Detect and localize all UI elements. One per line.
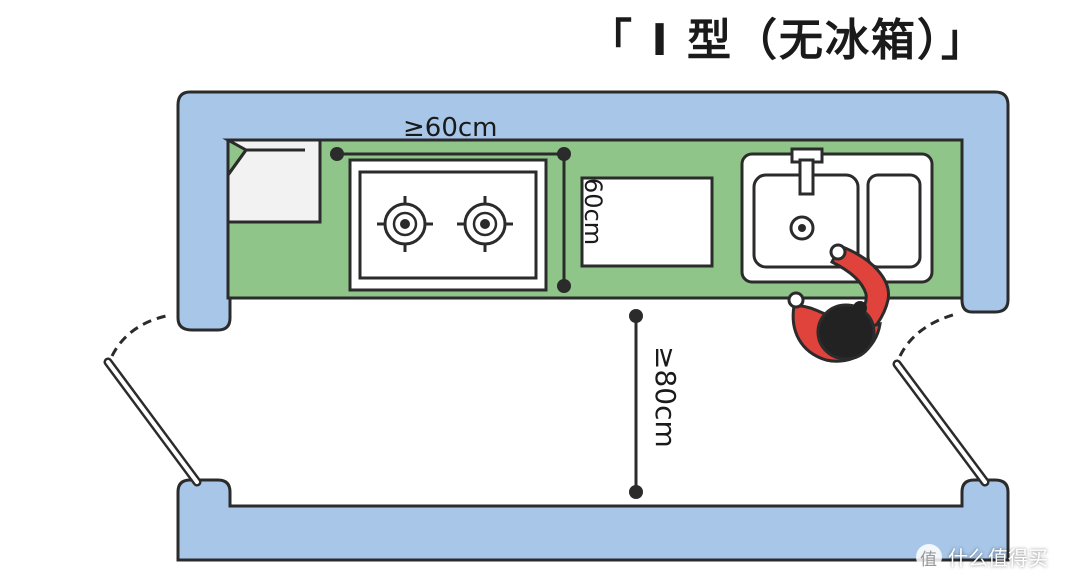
dimension-aisle-width: ≥80cm [629,309,682,499]
sink-icon [740,152,934,284]
aisle-width-label: ≥80cm [649,346,682,448]
diagram-title: 「 I 型（无冰箱）」 [588,15,988,66]
watermark-text: 什么值得买 [948,546,1048,570]
counter-depth-label: 60cm [579,178,607,245]
bottom-wall [176,478,1010,562]
burner-right [457,196,513,252]
door-icon-right [892,312,990,487]
faucet-icon [790,147,824,196]
person-icon [787,243,890,363]
watermark-logo-icon [916,543,942,570]
dimension-counter-depth: 60cm [557,154,607,293]
dimension-counter-length: ≥60cm [330,113,571,161]
door-icon [103,314,202,487]
prep-board [580,176,714,268]
watermark: 什么值得买 [916,542,1048,571]
burner-left [377,196,433,252]
stove-icon [348,158,548,292]
counter-length-label: ≥60cm [403,113,498,143]
